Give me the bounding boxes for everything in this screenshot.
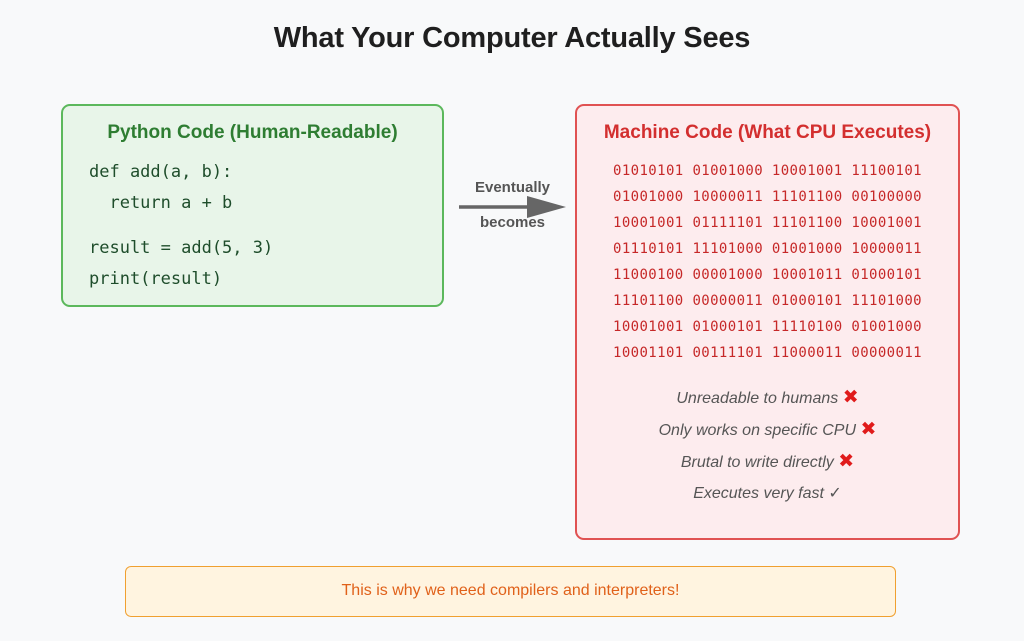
note-executes-fast: Executes very fast ✓ xyxy=(577,483,958,503)
cross-mark-icon: ✖ xyxy=(842,387,859,408)
binary-line: 01001000 10000011 11101100 00100000 xyxy=(612,189,922,205)
note-text: Executes very fast xyxy=(693,485,824,502)
binary-line: 10001001 01000101 11110100 01001000 xyxy=(612,319,922,335)
note-text: Only works on specific CPU xyxy=(658,422,856,439)
python-panel-title: Python Code (Human-Readable) xyxy=(107,122,398,143)
right-arrow-icon xyxy=(459,196,566,218)
code-line: return a + b xyxy=(89,193,233,213)
machine-code-panel: Machine Code (What CPU Executes) 0101010… xyxy=(575,104,960,540)
footer-banner: This is why we need compilers and interp… xyxy=(125,566,896,617)
binary-line: 01010101 01001000 10001001 11100101 xyxy=(612,163,922,179)
code-line: print(result) xyxy=(89,269,223,289)
note-unreadable: Unreadable to humans ✖ xyxy=(577,386,958,409)
machine-panel-title: Machine Code (What CPU Executes) xyxy=(603,122,932,143)
code-line: def add(a, b): xyxy=(89,162,233,182)
arrow-label-bottom: becomes xyxy=(479,214,546,231)
arrow-label-top: Eventually xyxy=(474,179,551,196)
cross-mark-icon: ✖ xyxy=(838,451,855,472)
note-text: Unreadable to humans xyxy=(676,390,839,407)
binary-line: 10001101 00111101 11000011 00000011 xyxy=(612,345,922,361)
becomes-arrow: Eventually becomes xyxy=(455,176,570,236)
binary-line: 01110101 11101000 01001000 10000011 xyxy=(612,241,922,257)
diagram-title: What Your Computer Actually Sees xyxy=(273,22,751,54)
python-code-panel: Python Code (Human-Readable) def add(a, … xyxy=(61,104,444,307)
note-brutal-to-write: Brutal to write directly ✖ xyxy=(577,450,958,473)
binary-line: 11101100 00000011 01000101 11101000 xyxy=(612,293,922,309)
cross-mark-icon: ✖ xyxy=(860,419,877,440)
binary-line: 10001001 01111101 11101100 10001001 xyxy=(612,215,922,231)
footer-text: This is why we need compilers and interp… xyxy=(341,582,680,599)
note-cpu-specific: Only works on specific CPU ✖ xyxy=(577,418,958,441)
check-mark-icon: ✓ xyxy=(828,485,842,502)
note-text: Brutal to write directly xyxy=(680,454,834,471)
binary-line: 11000100 00001000 10001011 01000101 xyxy=(612,267,922,283)
code-line: result = add(5, 3) xyxy=(89,238,274,258)
